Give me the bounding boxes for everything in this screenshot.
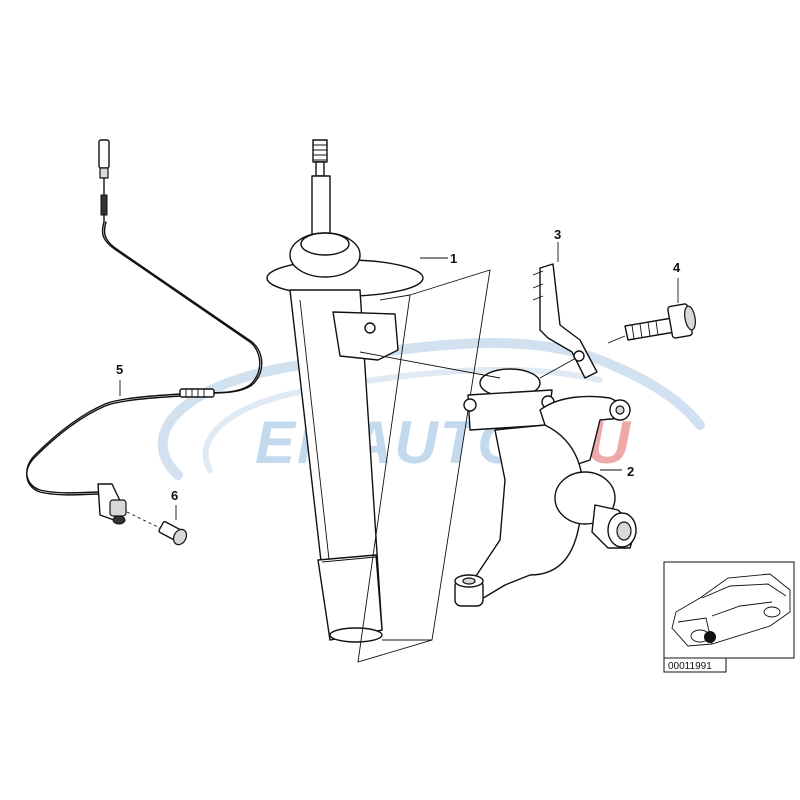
callout-3: 3: [554, 227, 561, 242]
cable-grommet: [179, 388, 215, 398]
piston-rod: [311, 175, 331, 239]
hex-bolt: [607, 278, 696, 344]
strut-thread: [312, 139, 328, 163]
callout-5: 5: [116, 362, 123, 377]
reference-code: 00011991: [668, 661, 712, 672]
callout-4: 4: [673, 260, 681, 275]
strut-bracket: [332, 311, 399, 361]
callout-2: 2: [627, 464, 634, 479]
cable-connector: [98, 139, 110, 169]
spring-strut: [266, 139, 491, 663]
sensor-bolt: [126, 511, 188, 546]
vehicle-locator-inset: 00011991: [663, 561, 795, 673]
car-outline: [671, 573, 791, 647]
callout-6: 6: [171, 488, 178, 503]
wheel-carrier: [454, 368, 637, 607]
location-marker: [704, 631, 716, 643]
abs-sensor-cable: [26, 139, 263, 525]
callout-1: 1: [450, 251, 457, 266]
watermark-swoosh: [157, 338, 705, 480]
brake-line-holder: [532, 242, 598, 379]
